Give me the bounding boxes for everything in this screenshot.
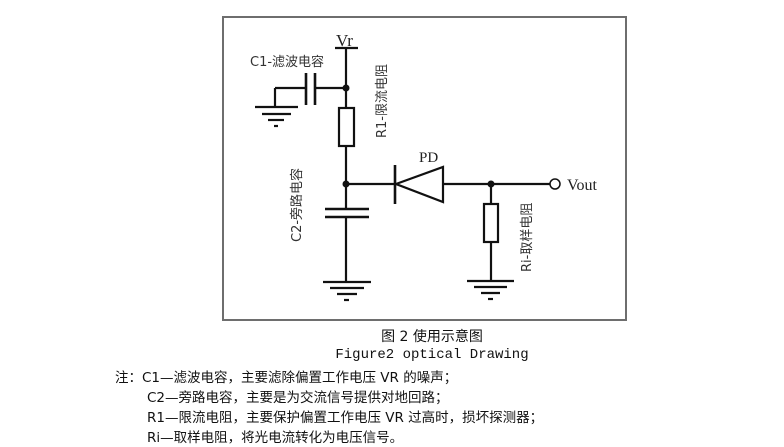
note-text: C2—旁路电容，主要是为交流信号提供对地回路； (147, 390, 449, 406)
diagram-border (222, 16, 627, 321)
vout-terminal (549, 178, 561, 190)
vout-label: Vout (567, 177, 597, 194)
figure-caption-en: Figure2 optical Drawing (335, 347, 529, 363)
ground-icon (255, 105, 298, 128)
ground-icon (467, 279, 514, 301)
note-line: Ri—取样电阻，将光电流转化为电压信号。 (147, 429, 403, 447)
ri-resistor (482, 202, 500, 244)
c2-label: C2-旁路电容 (289, 168, 305, 242)
ground-icon (323, 280, 371, 302)
r1-resistor (337, 106, 356, 148)
note-line: C2—旁路电容，主要是为交流信号提供对地回路； (147, 389, 449, 407)
photodiode-icon (392, 165, 445, 204)
note-line: 注：C1—滤波电容，主要滤除偏置工作电压 VR 的噪声； (115, 369, 457, 387)
pd-label: PD (419, 150, 438, 166)
junction-node-c1 (342, 84, 350, 92)
vr-label: Vr (336, 31, 353, 50)
r1-label: R1-限流电阻 (375, 64, 390, 138)
note-text: Ri—取样电阻，将光电流转化为电压信号。 (147, 430, 404, 446)
note-text: R1—限流电阻，主要保护偏置工作电压 VR 过高时，损坏探测器； (147, 410, 544, 426)
c1-label: C1-滤波电容 (250, 54, 324, 70)
figure-caption-cn: 图 2 使用示意图 (381, 329, 483, 345)
note-line: R1—限流电阻，主要保护偏置工作电压 VR 过高时，损坏探测器； (147, 409, 543, 427)
note-prefix: 注： (115, 370, 142, 386)
note-text: C1—滤波电容，主要滤除偏置工作电压 VR 的噪声； (142, 370, 458, 386)
ri-label: Ri-取样电阻 (520, 203, 535, 272)
